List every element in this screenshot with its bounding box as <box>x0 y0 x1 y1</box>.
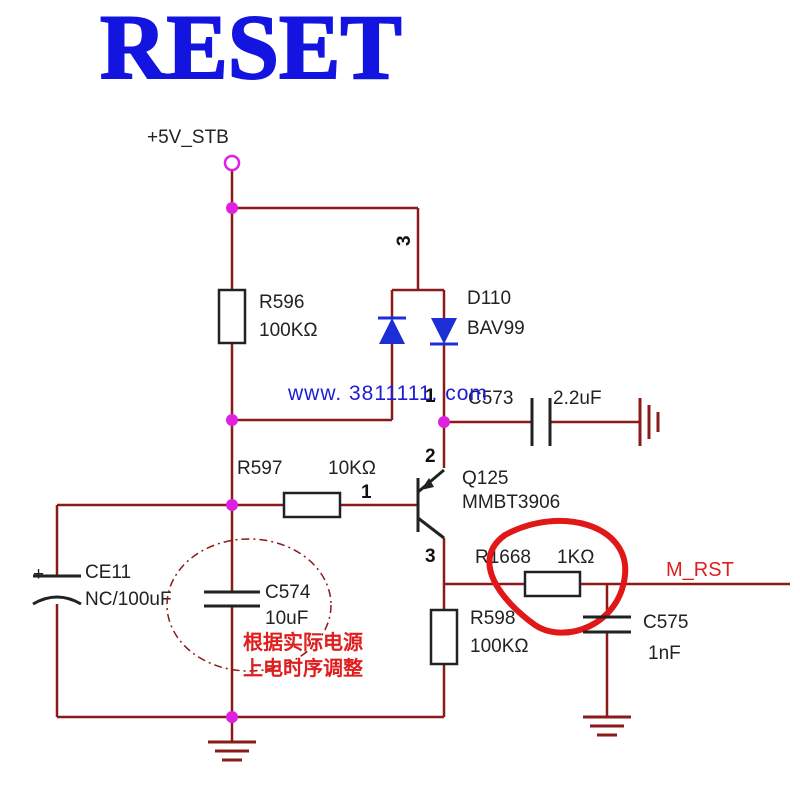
net-label-mrst: M_RST <box>666 559 734 581</box>
q125-pin1: 1 <box>361 482 372 503</box>
power-terminal <box>223 154 241 172</box>
junction-dot <box>226 499 238 511</box>
r596-value: 100KΩ <box>259 320 318 341</box>
r1668-highlight-circle <box>486 518 629 636</box>
note-line-2: 上电时序调整 <box>243 656 363 680</box>
diode-right <box>431 318 457 344</box>
junction-dot <box>226 202 238 214</box>
junction-dot <box>226 711 238 723</box>
r1668-resistor <box>523 570 582 598</box>
c574-value: 10uF <box>265 608 308 629</box>
d110-value: BAV99 <box>467 318 525 339</box>
q125-pin3: 3 <box>425 546 436 567</box>
ce11-plate-bottom <box>32 595 82 606</box>
d110-diode-pair <box>378 316 458 346</box>
junction-dots <box>226 202 450 723</box>
c573-value: 2.2uF <box>553 388 602 409</box>
r1668-value: 1KΩ <box>557 547 594 568</box>
r1668-ref: R1668 <box>475 547 531 568</box>
r598-value: 100KΩ <box>470 636 529 657</box>
r597-resistor <box>282 491 342 519</box>
ce11-polarity: + <box>33 564 44 585</box>
ce11-ref: CE11 <box>85 562 131 583</box>
r597-value: 10KΩ <box>328 458 376 479</box>
c575-ref: C575 <box>643 612 688 633</box>
d110-pin1: 1 <box>425 386 436 407</box>
c574-ref: C574 <box>265 582 311 603</box>
schematic-title: RESET <box>100 0 402 98</box>
r596-resistor <box>217 288 247 345</box>
wires <box>55 171 790 742</box>
r598-resistor <box>429 608 459 666</box>
ground-c573 <box>638 398 660 446</box>
note-line-1: 根据实际电源 <box>243 630 363 654</box>
q125-emitter-arrow <box>421 478 434 490</box>
ground-main <box>208 740 256 762</box>
ground-c575 <box>583 715 631 737</box>
junction-dot <box>226 414 238 426</box>
c575-value: 1nF <box>648 643 681 664</box>
q125-collector-leg <box>417 516 445 540</box>
d110-ref: D110 <box>467 288 511 309</box>
ce11-value: NC/100uF <box>85 589 172 610</box>
c573-ref: C573 <box>468 388 513 409</box>
q125-pin2: 2 <box>425 446 436 467</box>
diode-left <box>379 318 405 344</box>
d110-pin3: 3 <box>394 235 415 246</box>
watermark: www. 3811111. com <box>287 382 488 405</box>
r596-ref: R596 <box>259 292 304 313</box>
c574-annotation-circle <box>166 538 332 672</box>
junction-dot <box>438 416 450 428</box>
q125-ref: Q125 <box>462 468 508 489</box>
q125-transistor <box>416 468 445 540</box>
r597-ref: R597 <box>237 458 282 479</box>
q125-value: MMBT3906 <box>462 492 560 513</box>
r598-ref: R598 <box>470 608 515 629</box>
power-rail-label: +5V_STB <box>147 127 229 148</box>
